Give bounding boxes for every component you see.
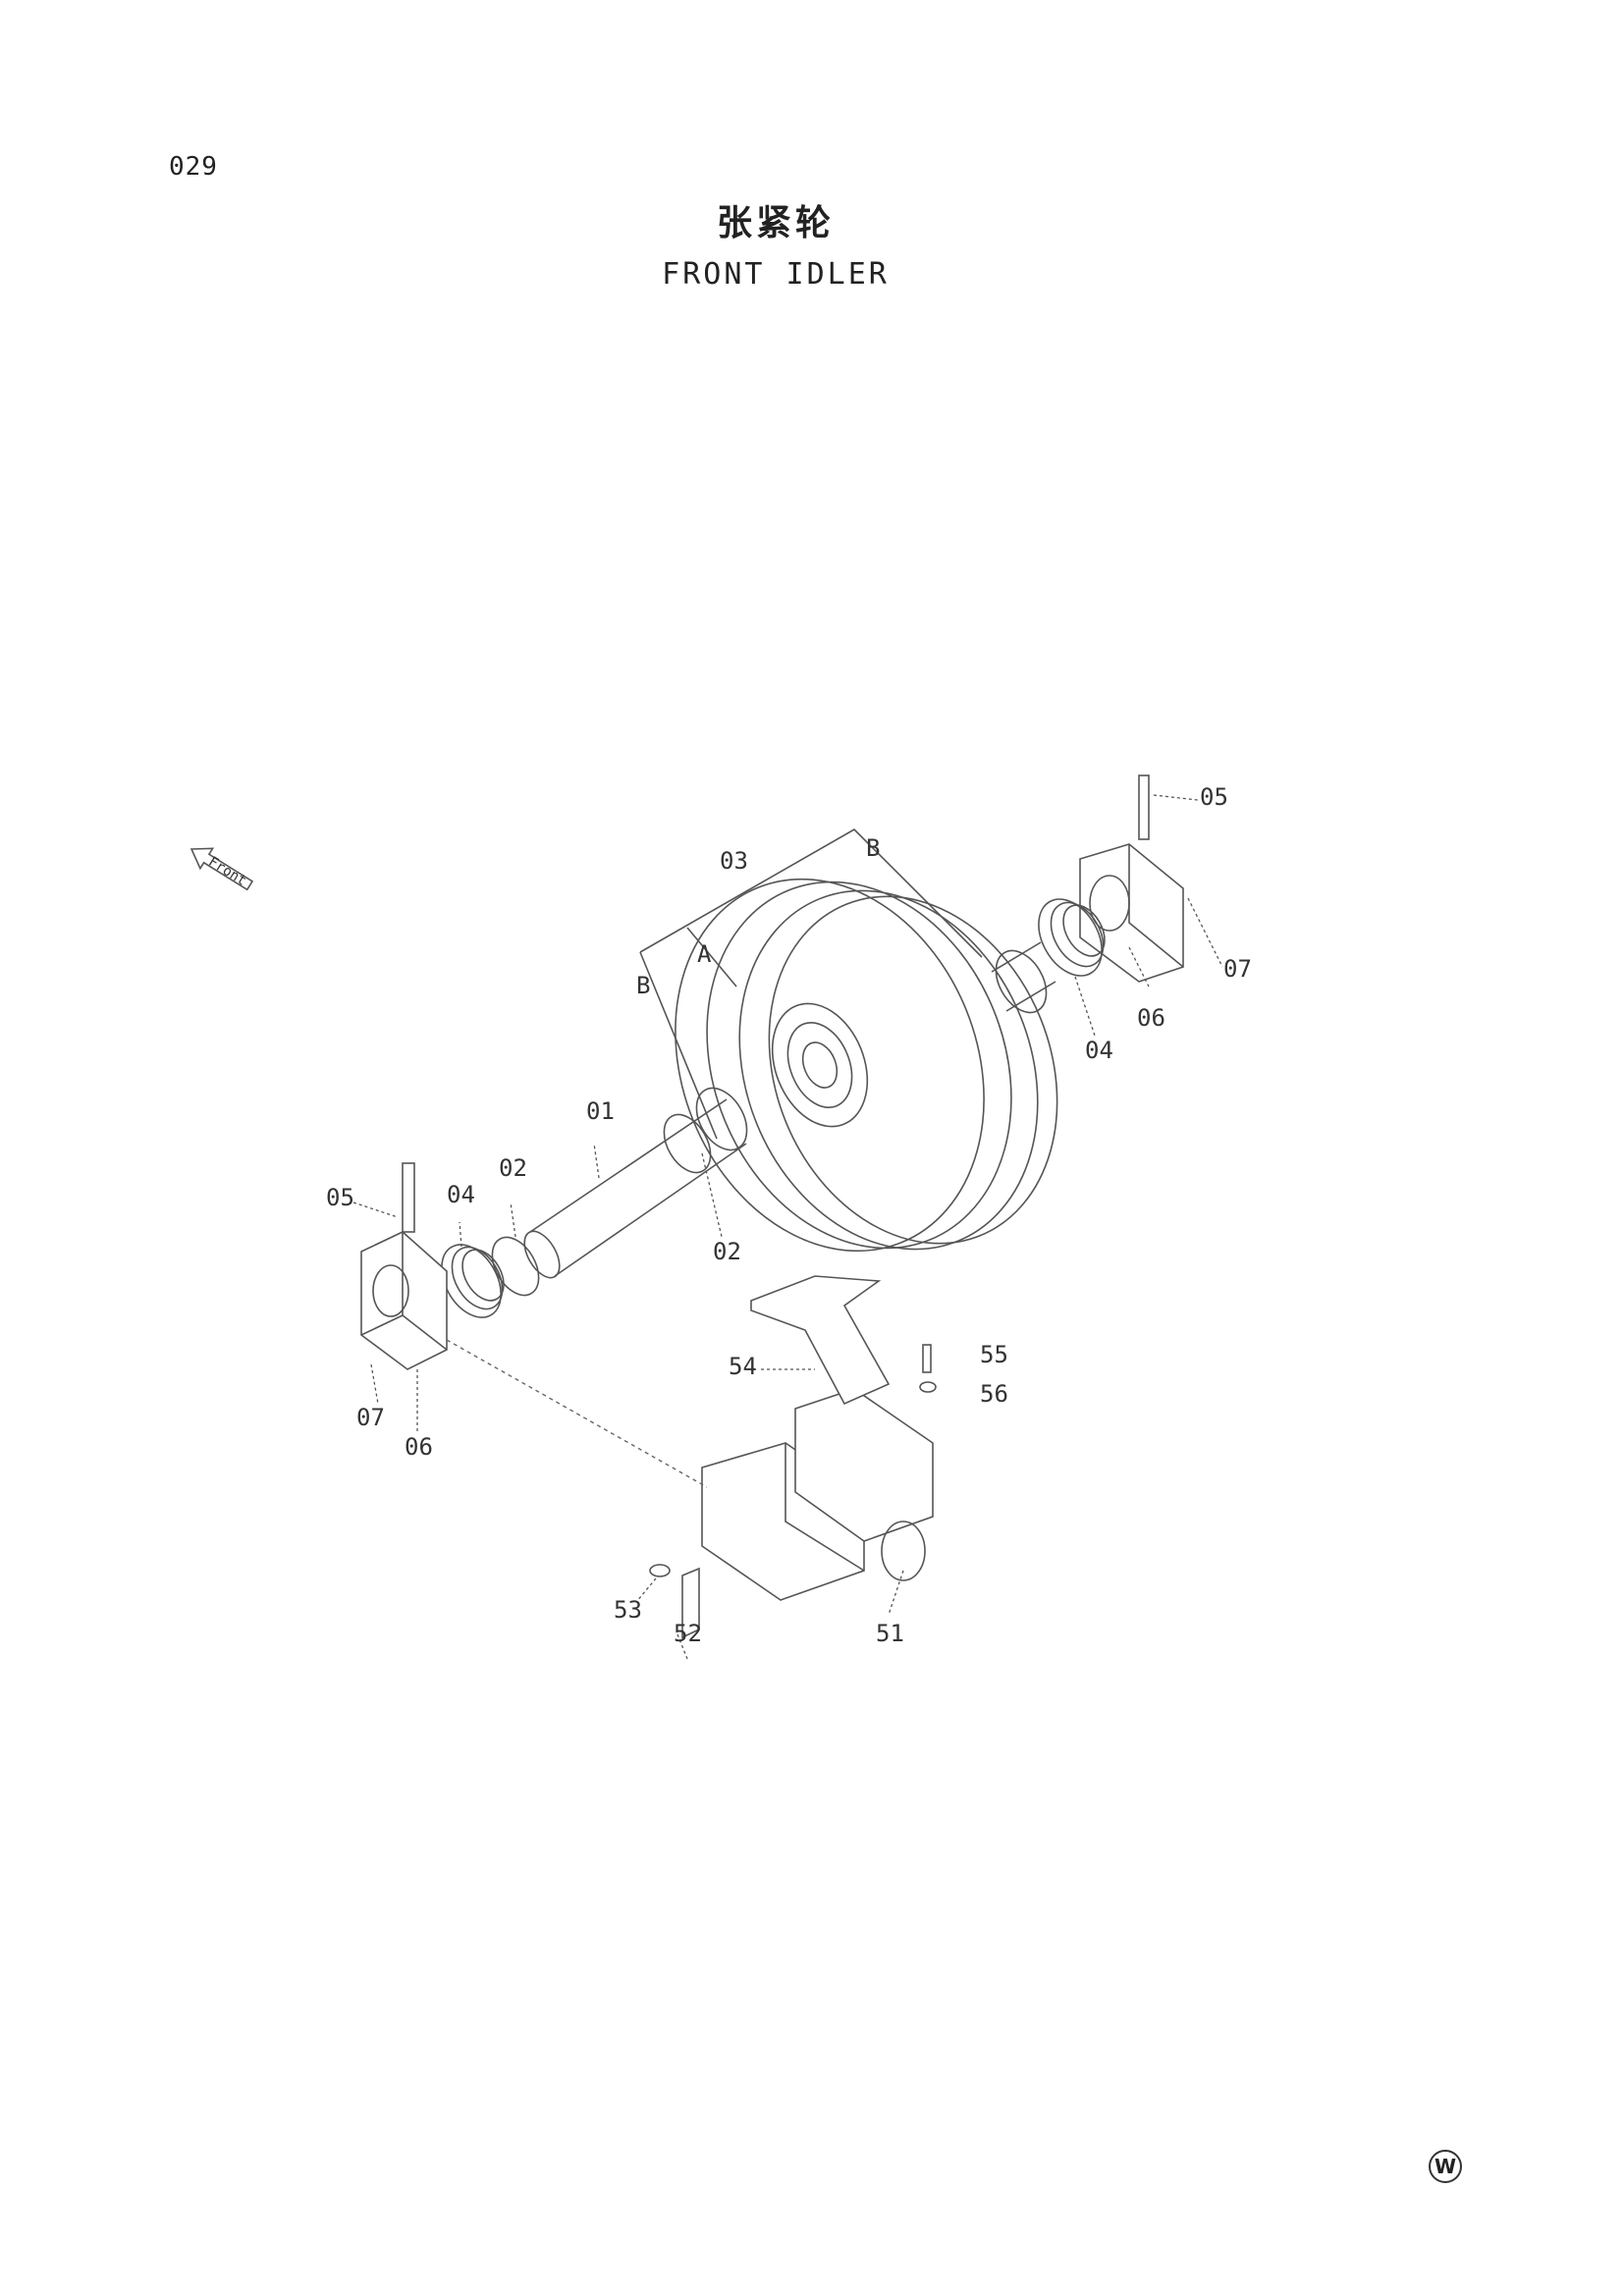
callout-06-right: 06: [1137, 1004, 1165, 1032]
pin-right: [1138, 774, 1150, 840]
callout-06-left: 06: [405, 1433, 433, 1461]
bushing-right: [991, 941, 1056, 1014]
callout-55: 55: [980, 1341, 1008, 1368]
idler-assembly-bracket: [639, 828, 983, 1140]
seal-ring-right: [1038, 898, 1106, 977]
section-label-b-right: B: [866, 834, 880, 862]
callout-07-left: 07: [356, 1404, 385, 1431]
callout-labels: 03 A B B 05 07 06 04 01 02 04 05 02 07 0…: [326, 783, 1252, 1647]
callout-54: 54: [729, 1353, 757, 1380]
page-number: 029: [169, 152, 218, 182]
guard-plate: [750, 1275, 891, 1406]
title-chinese: 张紧轮: [716, 203, 835, 243]
callout-04-right: 04: [1085, 1037, 1113, 1064]
callout-51: 51: [876, 1620, 904, 1647]
washer-53: [649, 1564, 671, 1577]
bearing-block-right: [1079, 843, 1184, 983]
callout-01: 01: [586, 1097, 615, 1125]
leader-lines: [370, 794, 1223, 1660]
callout-05-right: 05: [1200, 783, 1228, 811]
idler-wheel: [675, 878, 1058, 1253]
section-label-b-left: B: [636, 972, 650, 999]
callout-05-left: 05: [326, 1184, 354, 1211]
publisher-mark: W: [1429, 2150, 1462, 2183]
callout-04-left: 04: [447, 1181, 475, 1208]
alignment-line: [446, 1339, 708, 1488]
pin-left: [352, 1162, 415, 1233]
callout-07-right: 07: [1223, 955, 1252, 983]
front-direction-label: Front: [205, 854, 248, 889]
callout-02-left: 02: [499, 1154, 527, 1182]
callout-52: 52: [674, 1620, 702, 1647]
bearing-block-left: [360, 1231, 448, 1370]
callout-02-right: 02: [713, 1238, 741, 1265]
callout-56: 56: [980, 1380, 1008, 1408]
washer-56: [919, 1381, 937, 1393]
front-direction-arrow: Front: [189, 847, 254, 891]
idler-support-bracket: [701, 1388, 934, 1601]
callout-53: 53: [614, 1596, 642, 1624]
seal-ring-left: [441, 1244, 505, 1318]
title-english: FRONT IDLER: [662, 257, 890, 292]
idler-shaft: [491, 1087, 748, 1297]
bolt-52: [681, 1567, 700, 1639]
section-label-a: A: [697, 940, 712, 968]
bolt-55: [922, 1344, 932, 1373]
callout-03: 03: [720, 847, 748, 875]
